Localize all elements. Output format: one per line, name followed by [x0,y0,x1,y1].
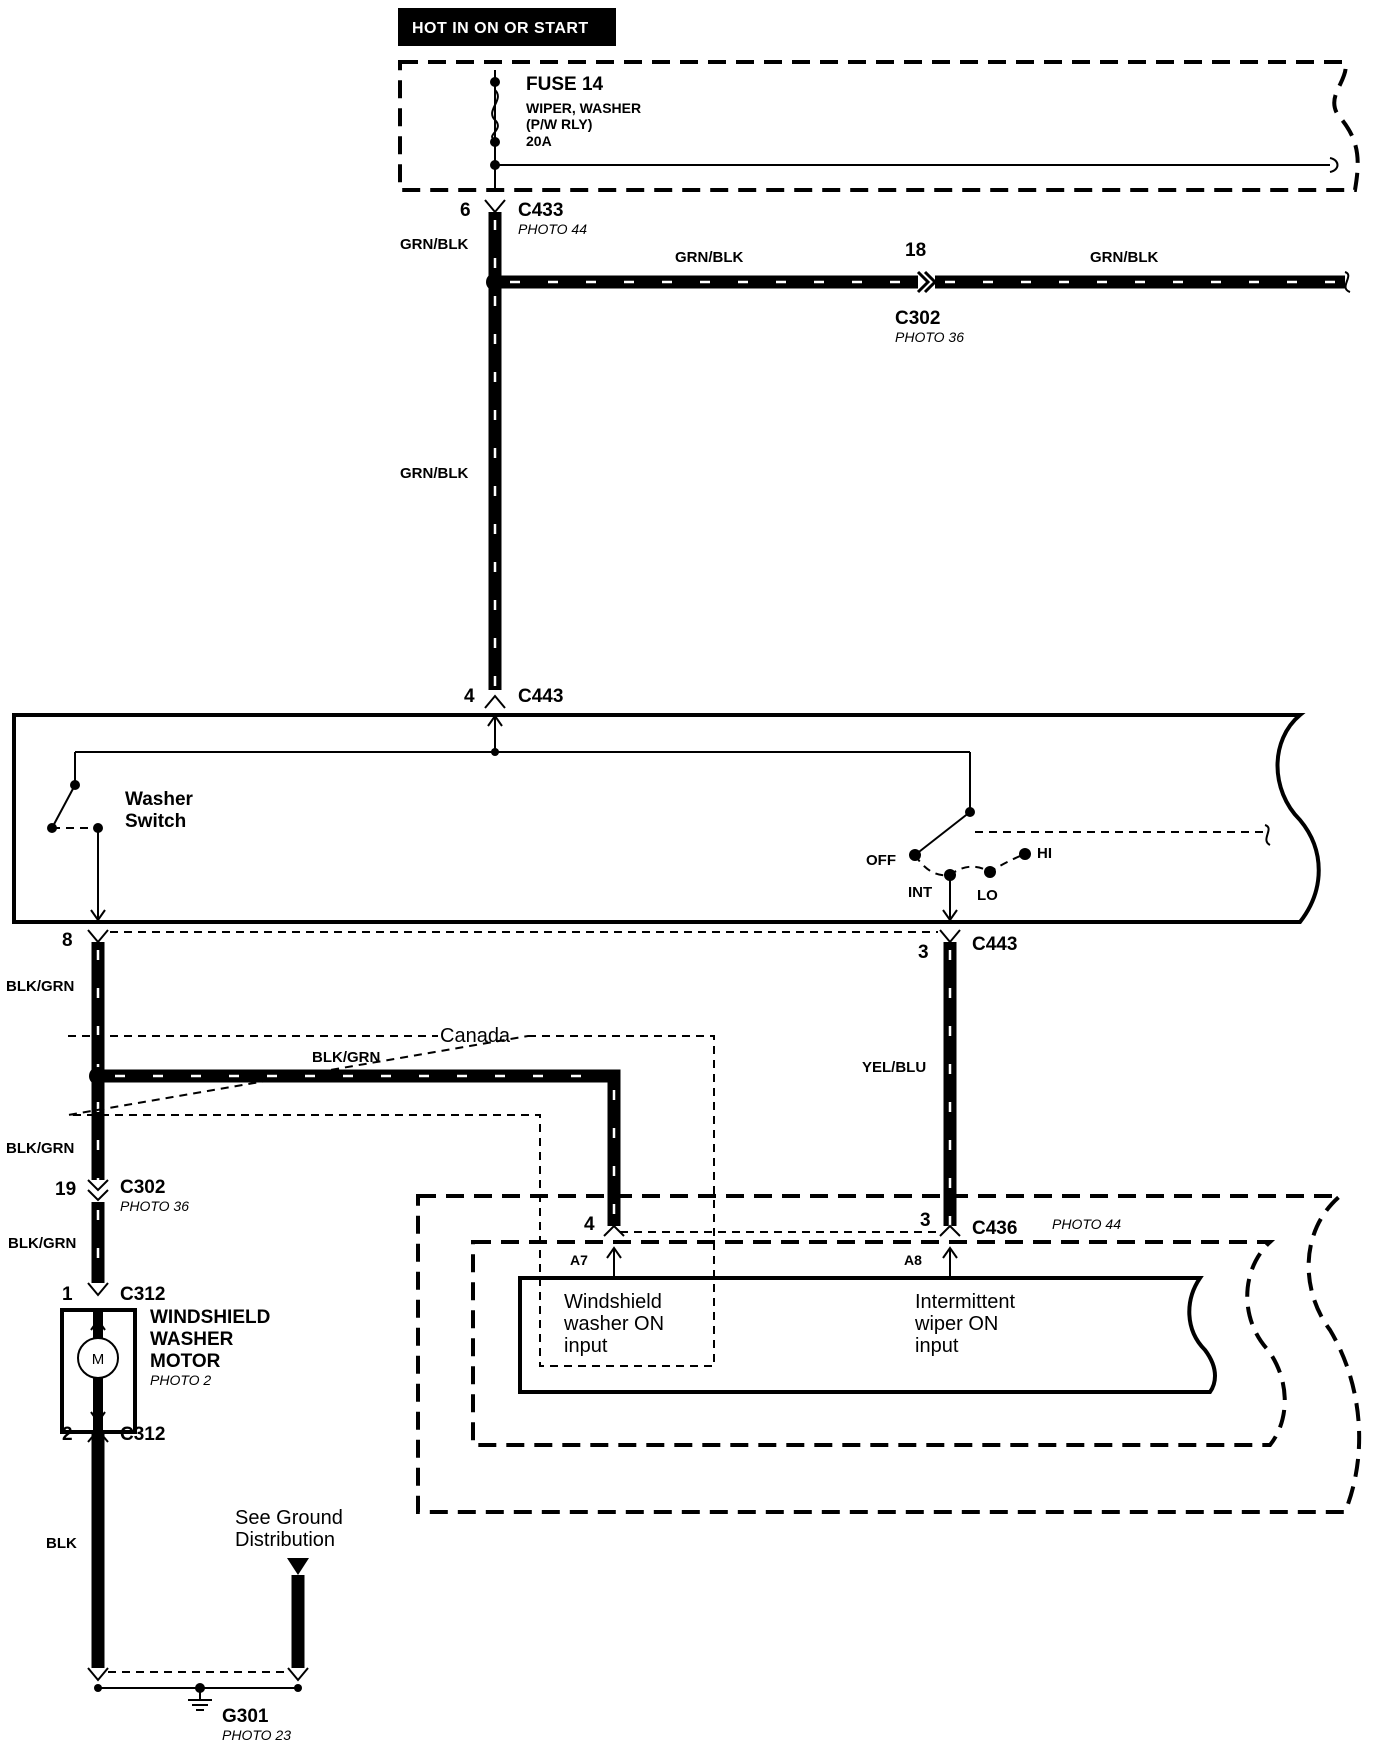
wire-label-blk-grn-2: BLK/GRN [6,1140,74,1157]
wire-blk-ground: BLK See Ground Distribution G301 PHOTO 2… [46,1432,343,1743]
c433-photo: PHOTO 44 [518,221,587,237]
washer-switch-label-2: Switch [125,811,186,832]
motor-photo: PHOTO 2 [150,1372,211,1388]
c443-left-pin: 8 [62,930,73,951]
c436-right-pin: 3 [920,1210,931,1231]
fuse-rating: 20A [526,133,552,149]
ground-name: G301 [222,1706,269,1727]
fuse-relay: (P/W RLY) [526,116,592,132]
switch-off-label: OFF [866,852,896,869]
wire-label-blk-grn-3: BLK/GRN [8,1235,76,1252]
connector-c443-bottom: 8 3 C443 [62,929,1017,963]
wiper-input-line-2: wiper ON [914,1313,998,1335]
wiper-input-line-1: Intermittent [915,1291,1015,1313]
wire-label-blk: BLK [46,1535,77,1552]
wire-label-yel-blu: YEL/BLU [862,1059,926,1076]
power-header: HOT IN ON OR START [398,8,616,46]
c302-top-photo: PHOTO 36 [895,329,964,345]
fuse-name: FUSE 14 [526,74,604,95]
c302-left-photo: PHOTO 36 [120,1198,189,1214]
wire-label-grn-blk-3: GRN/BLK [675,249,743,266]
wire-grn-blk-branch: GRN/BLK GRN/BLK 18 C302 PHOTO 36 [495,240,1351,345]
c312-top-name: C312 [120,1284,165,1305]
washer-input-line-2: washer ON [563,1313,664,1335]
washer-input-line-1: Windshield [564,1291,662,1313]
washer-input-line-3: input [564,1335,608,1357]
c312-top-pin: 1 [62,1284,73,1305]
switch-lo-label: LO [977,887,998,904]
wire-grn-blk-main: GRN/BLK GRN/BLK [400,212,504,690]
c443-right-name: C443 [972,934,1017,955]
fuse-circuit: WIPER, WASHER [526,100,641,116]
canada-label: Canada [440,1025,511,1047]
c436-name: C436 [972,1218,1017,1239]
wire-label-blk-grn-1: BLK/GRN [6,978,74,995]
c433-pin: 6 [460,200,471,221]
c436-left-pin: 4 [584,1214,595,1235]
c436-photo: PHOTO 44 [1052,1216,1121,1232]
ground-photo: PHOTO 23 [222,1727,291,1743]
motor-label-2: WASHER [150,1329,234,1350]
wire-label-blk-grn-4: BLK/GRN [312,1049,380,1066]
c302-left-name: C302 [120,1177,165,1198]
c443-right-pin: 3 [918,942,929,963]
wire-yel-blu: YEL/BLU [862,942,957,1226]
wire-label-grn-blk-2: GRN/BLK [400,465,468,482]
fuse-box: FUSE 14 WIPER, WASHER (P/W RLY) 20A [398,60,1360,192]
header-label: HOT IN ON OR START [412,20,589,37]
see-ground-line-2: Distribution [235,1529,335,1551]
wire-label-grn-blk-4: GRN/BLK [1090,249,1158,266]
see-ground-line-1: See Ground [235,1507,343,1529]
c433-name: C433 [518,200,563,221]
pin-a7: A7 [570,1252,588,1268]
c443-top-pin: 4 [464,686,475,707]
connector-c433: 6 C433 PHOTO 44 [460,199,587,237]
switch-int-label: INT [908,884,932,901]
washer-switch-label-1: Washer [125,789,194,810]
c312-bot-pin: 2 [62,1424,73,1445]
motor-label-3: MOTOR [150,1351,221,1372]
control-unit: 4 3 C436 PHOTO 44 A7 A8 Windshield washe… [416,1194,1362,1514]
canada-option-region: Canada [67,1025,715,1367]
switch-hi-label: HI [1037,845,1052,862]
washer-motor: M 1 C312 WINDSHIELD WASHER MOTOR PHOTO 2… [60,1282,270,1445]
wire-blk-grn-branch: BLK/GRN [98,1049,621,1226]
motor-label-1: WINDSHIELD [150,1307,270,1328]
c302-left-pin: 19 [55,1179,76,1200]
c443-top-name: C443 [518,686,563,707]
c302-top-name: C302 [895,308,940,329]
pin-a8: A8 [904,1252,922,1268]
motor-symbol: M [92,1351,105,1368]
wire-label-grn-blk-1: GRN/BLK [400,236,468,253]
switch-box: Washer Switch OFF INT LO HI [12,713,1321,924]
c302-top-pin: 18 [905,240,926,261]
wire-blk-grn-left: BLK/GRN BLK/GRN BLK/GRN 19 C302 PHOTO 36 [6,942,189,1283]
wiper-input-line-3: input [915,1335,959,1357]
connector-c443-top: 4 C443 [464,686,563,709]
c312-bot-name: C312 [120,1424,165,1445]
